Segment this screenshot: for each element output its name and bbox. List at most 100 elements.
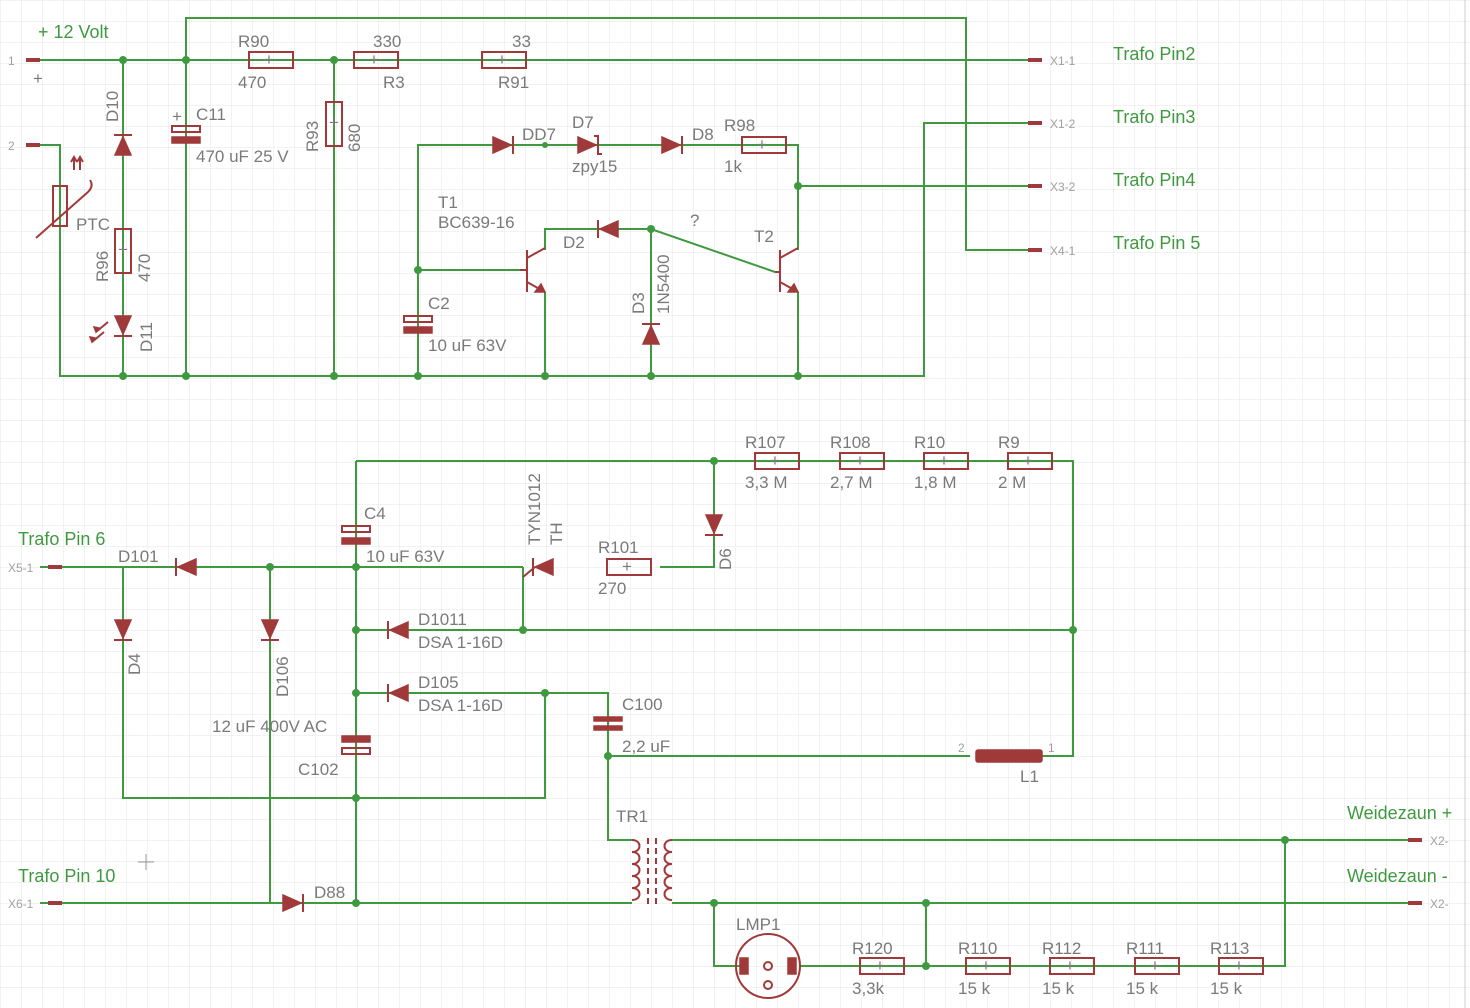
value-c100: 2,2 uF: [622, 737, 670, 756]
label-r120: R120: [852, 939, 893, 958]
resistor-r107[interactable]: +: [754, 451, 800, 470]
label-d105: D105: [418, 673, 459, 692]
capacitor-c100[interactable]: [593, 716, 623, 731]
diode-d106[interactable]: [260, 619, 280, 641]
resistor-r91[interactable]: +: [481, 50, 527, 69]
label-d1011: D1011: [418, 610, 467, 629]
diode-d2[interactable]: [597, 219, 619, 239]
value-c2: 10 uF 63V: [428, 336, 507, 355]
resistor-r110[interactable]: +: [965, 956, 1011, 975]
svg-text:+: +: [622, 557, 632, 576]
lamp-lmp1[interactable]: [735, 933, 801, 999]
label-r98: R98: [724, 116, 755, 135]
pin-label-x61: X6-1: [8, 897, 34, 911]
label-r91: R91: [498, 73, 529, 92]
capacitor-c102[interactable]: [341, 735, 371, 755]
resistor-r9[interactable]: +: [1007, 451, 1053, 470]
label-c4: C4: [364, 504, 386, 523]
value-tyn1012: TH: [547, 522, 566, 545]
pin-label-x2b: X2-: [1430, 897, 1449, 911]
thyristor-tyn1012[interactable]: [522, 557, 554, 578]
connector-pins: [26, 58, 1422, 905]
svg-text:+: +: [1234, 956, 1244, 975]
value-d3: 1N5400: [654, 254, 673, 314]
label-t1: T1: [438, 193, 458, 212]
label-d11: D11: [137, 322, 156, 352]
inductor-l1[interactable]: [975, 749, 1043, 763]
label-c2: C2: [428, 294, 450, 313]
resistor-r3[interactable]: +: [353, 50, 399, 69]
diode-d10[interactable]: [113, 134, 133, 156]
value-r113: 15 k: [1210, 979, 1243, 998]
svg-text:+: +: [329, 113, 339, 132]
svg-text:+: +: [757, 135, 767, 154]
label-r112: R112: [1042, 939, 1081, 958]
net-12-volt: + 12 Volt: [38, 22, 109, 42]
resistor-r112[interactable]: +: [1049, 956, 1095, 975]
c11-plus: +: [172, 107, 182, 126]
label-r3: R3: [383, 73, 405, 92]
resistor-r111[interactable]: +: [1134, 956, 1180, 975]
label-d88: D88: [314, 883, 345, 902]
resistor-r101[interactable]: +: [606, 557, 652, 576]
pin-label-x12: X1-2: [1050, 117, 1076, 131]
value-c4: 10 uF 63V: [366, 547, 445, 566]
pin-label-x41: X4-1: [1050, 244, 1076, 258]
net-trafo-pin3: Trafo Pin3: [1113, 107, 1195, 127]
capacitor-c11[interactable]: [171, 125, 201, 144]
capacitor-c4[interactable]: [341, 525, 371, 545]
pin-label-1: 1: [8, 54, 15, 68]
diode-d101[interactable]: [175, 557, 197, 577]
value-r90: 470: [238, 73, 266, 92]
value-r111: 15 k: [1126, 979, 1159, 998]
value-c102: 12 uF 400V AC: [212, 717, 327, 736]
resistor-r120[interactable]: +: [859, 956, 905, 975]
label-ptc: PTC: [76, 215, 110, 234]
resistor-r98[interactable]: +: [741, 135, 787, 154]
resistor-r108[interactable]: +: [839, 451, 885, 470]
net-weidezaun-minus: Weidezaun -: [1347, 866, 1448, 886]
diode-d105[interactable]: [387, 683, 409, 703]
resistor-r96[interactable]: +: [114, 228, 132, 274]
net-trafo-pin2: Trafo Pin2: [1113, 44, 1195, 64]
diode-d88[interactable]: [282, 893, 304, 913]
value-c11: 470 uF 25 V: [196, 147, 289, 166]
diode-dd7[interactable]: [492, 135, 514, 155]
pin-label-x11: X1-1: [1050, 54, 1076, 68]
value-r112: 15 k: [1042, 979, 1075, 998]
transistor-t1[interactable]: [520, 247, 547, 293]
net-trafo-pin5: Trafo Pin 5: [1113, 233, 1200, 253]
zener-d7[interactable]: [577, 135, 602, 155]
diode-d4[interactable]: [113, 619, 133, 641]
svg-text:+: +: [770, 451, 780, 470]
junction-dots: [119, 56, 1289, 970]
transistor-t2[interactable]: [775, 247, 800, 293]
label-r9: R9: [998, 433, 1020, 452]
transformer-tr1[interactable]: [631, 838, 673, 908]
pin-label-x51: X5-1: [8, 561, 34, 575]
resistor-r93[interactable]: +: [325, 101, 343, 147]
l1-pin-1: 1: [1048, 741, 1055, 755]
led-d11[interactable]: [88, 315, 133, 344]
capacitor-c2[interactable]: [403, 315, 433, 334]
diode-d6[interactable]: [704, 514, 724, 536]
svg-text:+: +: [118, 240, 128, 259]
label-lmp1: LMP1: [736, 915, 780, 934]
resistor-r90[interactable]: +: [248, 50, 294, 69]
net-trafo-pin10: Trafo Pin 10: [18, 866, 115, 886]
ptc-thermistor[interactable]: [35, 155, 93, 239]
svg-text:+: +: [855, 451, 865, 470]
resistor-r10[interactable]: +: [923, 451, 969, 470]
svg-text:+: +: [369, 50, 379, 69]
diode-d8[interactable]: [661, 135, 683, 155]
label-d4: D4: [125, 653, 144, 675]
label-l1: L1: [1020, 767, 1039, 786]
net-trafo-pin6: Trafo Pin 6: [18, 529, 105, 549]
diode-d3[interactable]: [641, 323, 661, 345]
value-d7: zpy15: [572, 157, 617, 176]
resistor-r113[interactable]: +: [1218, 956, 1264, 975]
label-d8: D8: [692, 125, 714, 144]
label-tyn1012: TYN1012: [525, 473, 544, 545]
label-d7: D7: [572, 113, 594, 132]
diode-d1011[interactable]: [387, 620, 409, 640]
